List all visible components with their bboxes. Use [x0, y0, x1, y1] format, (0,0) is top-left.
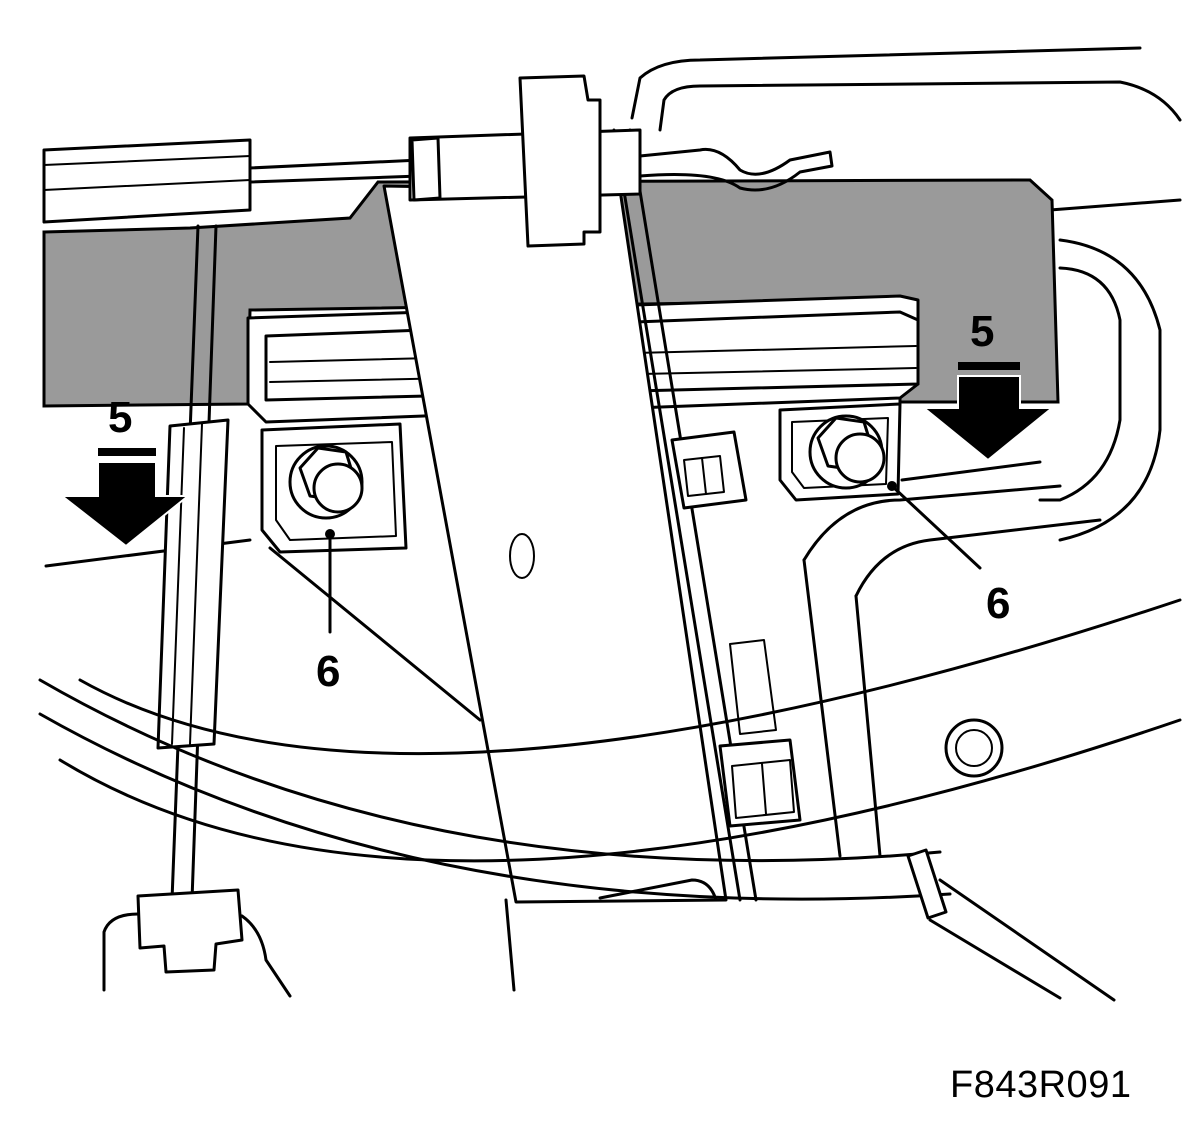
- right-cable: [612, 128, 802, 902]
- round-hole-outer: [944, 718, 1004, 778]
- top-rail: [42, 138, 422, 224]
- leader-lines: [325, 481, 982, 634]
- callout-5-right: 5: [970, 307, 994, 356]
- bottom-clip: [102, 878, 1116, 1002]
- door-frame: [630, 46, 1182, 542]
- cable-connector: [408, 74, 834, 248]
- callout-6-right: 6: [986, 579, 1010, 628]
- callout-6-left: 6: [316, 647, 340, 696]
- arrow-left: [59, 448, 191, 548]
- curved-cable: [38, 598, 1182, 920]
- figure-id: F843R091: [950, 1064, 1132, 1106]
- slot-hole: [509, 533, 535, 579]
- bolt-left: [288, 444, 364, 520]
- bolt-right: [808, 414, 886, 490]
- callout-5-left: 5: [108, 393, 132, 442]
- arrow-right: [921, 362, 1055, 462]
- round-hole-inner: [955, 729, 993, 767]
- lower-bracket: [802, 484, 1102, 858]
